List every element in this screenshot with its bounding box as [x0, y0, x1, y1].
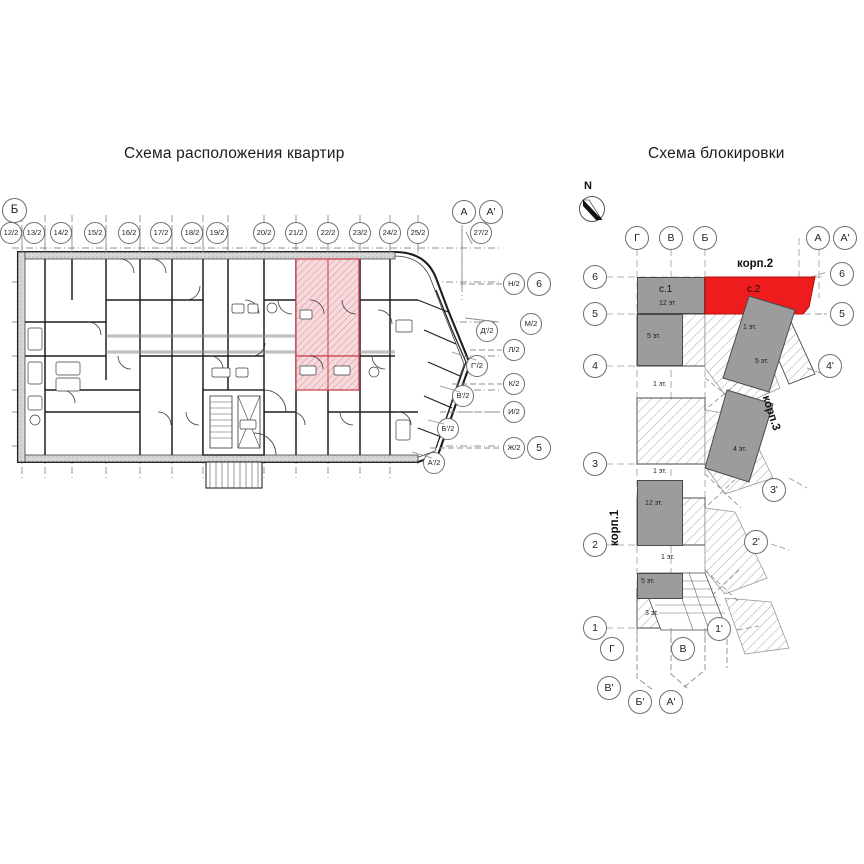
block-axis-3-left[interactable]: 3 [583, 452, 607, 476]
floor-label-k1-link-2: 1 эт. [653, 468, 667, 475]
axis-label-6-right[interactable]: 6 [527, 272, 551, 296]
floor-label-k1-bottom: 3 эт. [645, 610, 659, 617]
axis-label-n-2[interactable]: Н/2 [503, 273, 525, 295]
block-axis-1-left[interactable]: 1 [583, 616, 607, 640]
blocking-scheme: с.1 12 эт с.2 5 эт 5 эт. 1 эт. 1 эт. 12 [575, 178, 864, 738]
axis-label-24-2[interactable]: 24/2 [379, 222, 401, 244]
block-axis-5-left[interactable]: 5 [583, 302, 607, 326]
block-axis-6-right[interactable]: 6 [830, 262, 854, 286]
axis-label-17-2[interactable]: 17/2 [150, 222, 172, 244]
korp3-upper-shape [722, 295, 796, 393]
block-axis-b-prime-bottom[interactable]: Б' [628, 690, 652, 714]
block-axis-5-right[interactable]: 5 [830, 302, 854, 326]
left-plan-title: Схема расположения квартир [124, 145, 345, 162]
axis-label-19-2[interactable]: 19/2 [206, 222, 228, 244]
floor-label-k1-tower: 12 эт. [645, 500, 663, 507]
axis-label-18-2[interactable]: 18/2 [181, 222, 203, 244]
block-axis-g[interactable]: Г [625, 226, 649, 250]
axis-label-zh-2[interactable]: Ж/2 [503, 437, 525, 459]
axis-label-13-2[interactable]: 13/2 [23, 222, 45, 244]
korp1-block-lower[interactable] [637, 573, 683, 599]
axis-label-d-prime-2[interactable]: Д'/2 [476, 320, 498, 342]
axis-label-l-2[interactable]: Л/2 [503, 339, 525, 361]
stair-core [202, 389, 265, 489]
section-s1-label: с.1 [659, 284, 673, 295]
block-axis-2-prime[interactable]: 2' [744, 530, 768, 554]
korp3-lower-shape [704, 389, 774, 483]
floor-label-k1-link-1: 1 эт. [653, 381, 667, 388]
floor-label-k1-lower: 5 эт. [641, 578, 655, 585]
korp3-block-upper[interactable] [722, 295, 823, 406]
korp1-block-tower[interactable] [637, 480, 683, 546]
block-axis-1-prime[interactable]: 1' [707, 617, 731, 641]
block-axis-a-prime-bottom[interactable]: А' [659, 690, 683, 714]
axis-label-22-2[interactable]: 22/2 [317, 222, 339, 244]
axis-label-b-corner[interactable]: Б [2, 198, 27, 223]
floor-label-k1-link-3: 1 эт. [661, 554, 675, 561]
axis-label-15-2[interactable]: 15/2 [84, 222, 106, 244]
axis-label-k-2[interactable]: К/2 [503, 373, 525, 395]
axis-label-g-prime-2[interactable]: Г'/2 [466, 355, 488, 377]
axis-label-20-2[interactable]: 20/2 [253, 222, 275, 244]
axis-label-27-2[interactable]: 27/2 [470, 222, 492, 244]
floor-label-k3-lower: 4 эт. [733, 446, 747, 453]
axis-label-b-prime-2[interactable]: Б'/2 [437, 418, 459, 440]
block-axis-b[interactable]: Б [693, 226, 717, 250]
axis-label-a[interactable]: A [452, 200, 476, 224]
axis-label-a-prime[interactable]: A' [479, 200, 503, 224]
section-s2-label: с.2 [747, 284, 761, 295]
block-axis-v[interactable]: В [659, 226, 683, 250]
korp1-block-upper[interactable] [637, 314, 683, 366]
axis-label-i-2[interactable]: И/2 [503, 401, 525, 423]
axis-label-14-2[interactable]: 14/2 [50, 222, 72, 244]
right-plan-title: Схема блокировки [648, 145, 785, 162]
section-block-s1[interactable] [637, 277, 705, 314]
korp2-name: корп.2 [737, 258, 774, 270]
axis-label-12-2[interactable]: 12/2 [0, 222, 22, 244]
section-s1-floors: 12 эт [659, 300, 676, 307]
block-axis-g-bottom[interactable]: Г [600, 637, 624, 661]
floor-label-k3-upper: 5 эт. [755, 358, 769, 365]
axis-label-16-2[interactable]: 16/2 [118, 222, 140, 244]
block-axis-2-left[interactable]: 2 [583, 533, 607, 557]
block-axis-a[interactable]: A [806, 226, 830, 250]
block-axis-v-bottom[interactable]: В [671, 637, 695, 661]
compass-needle [582, 199, 603, 221]
s2-shape [704, 276, 816, 315]
block-axis-4-left[interactable]: 4 [583, 354, 607, 378]
floor-label-k1-upper: 5 эт. [647, 333, 661, 340]
section-block-s2[interactable] [704, 276, 819, 315]
floor-label-k3-link: 1 эт. [743, 324, 757, 331]
block-axis-a-prime[interactable]: A' [833, 226, 857, 250]
korp1-name: корп.1 [609, 509, 621, 546]
axis-label-m-2[interactable]: М/2 [520, 313, 542, 335]
block-axis-6-left[interactable]: 6 [583, 265, 607, 289]
compass-north-label: N [584, 180, 592, 192]
axis-label-21-2[interactable]: 21/2 [285, 222, 307, 244]
axis-label-23-2[interactable]: 23/2 [349, 222, 371, 244]
axis-label-v-prime-2[interactable]: В'/2 [452, 385, 474, 407]
compass-rose [579, 196, 605, 222]
block-axis-3-prime[interactable]: 3' [762, 478, 786, 502]
axis-label-5-right[interactable]: 5 [527, 436, 551, 460]
block-axis-4-prime[interactable]: 4' [818, 354, 842, 378]
axis-label-a-prime-2[interactable]: А'/2 [423, 452, 445, 474]
axis-label-25-2[interactable]: 25/2 [407, 222, 429, 244]
korp3-block-lower[interactable] [704, 389, 805, 500]
block-axis-v-prime-bottom[interactable]: В' [597, 676, 621, 700]
